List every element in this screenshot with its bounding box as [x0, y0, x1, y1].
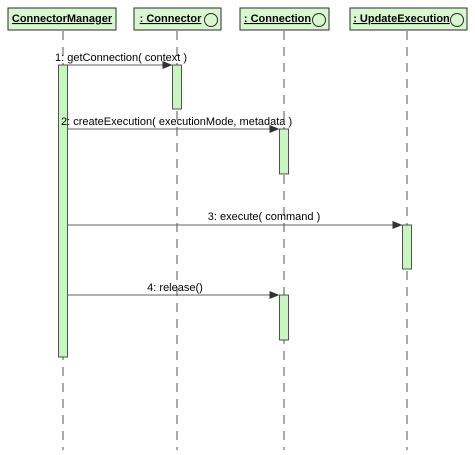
- participants: ConnectorManager : Connector : Connection:…: [7, 7, 468, 31]
- message-label: 4: release(): [147, 282, 203, 294]
- message-label: 1: getConnection( context ): [55, 52, 187, 64]
- lifelines: [62, 31, 408, 450]
- participant-2: : Connection: [239, 7, 330, 31]
- arrowhead: [392, 221, 403, 229]
- activation-bar: [279, 294, 289, 341]
- interface-circle-icon: [312, 13, 326, 27]
- messages: 1: getConnection( context ) 2: createExec…: [55, 52, 403, 299]
- participant-box: [133, 7, 222, 31]
- arrowhead: [269, 291, 280, 299]
- activation-bar: [279, 128, 289, 175]
- message-label: 2: createExecution( executionMode, metad…: [61, 116, 292, 128]
- participant-box: [239, 7, 330, 31]
- participant-label: ConnectorManager: [12, 13, 113, 25]
- participant-label: : UpdateExecution: [353, 13, 450, 25]
- interface-circle-icon: [450, 13, 464, 27]
- arrowhead: [162, 61, 173, 69]
- activation-bar: [58, 64, 68, 358]
- participant-box: [349, 7, 468, 31]
- activation-bars: [58, 64, 412, 358]
- participant-label: : Connector: [140, 13, 202, 25]
- participant-1: : Connector: [133, 7, 222, 31]
- arrowhead: [269, 125, 280, 133]
- interface-circle-icon: [204, 13, 218, 27]
- message-label: 3: execute( command ): [208, 211, 321, 223]
- activation-bar: [172, 64, 182, 110]
- participant-3: : UpdateExecution: [349, 7, 468, 31]
- participant-label: : Connection: [244, 13, 311, 25]
- participant-box: [7, 7, 117, 31]
- participant-0: ConnectorManager: [7, 7, 117, 31]
- activation-bar: [402, 224, 412, 270]
